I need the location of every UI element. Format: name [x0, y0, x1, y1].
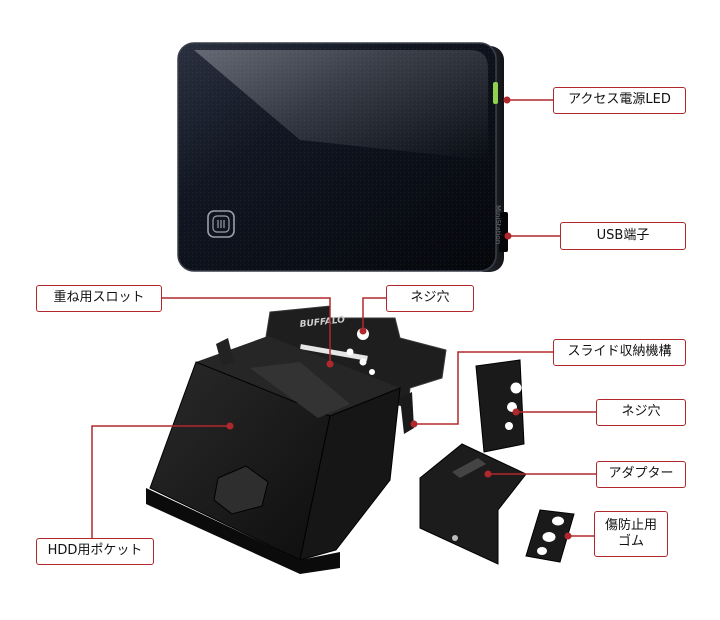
- callout-antislip-rubber: 傷防止用 ゴム: [594, 511, 668, 557]
- device-side-print: MiniStation: [494, 205, 502, 244]
- adapter-upright: [475, 359, 525, 453]
- pocket-right-face: [299, 387, 401, 561]
- pocket-latch: [213, 465, 269, 515]
- pocket-side-clip: [400, 392, 414, 434]
- pocket-side-tab: [216, 338, 234, 366]
- callout-usb-port: USB端子: [560, 222, 686, 250]
- callout-access-led-text: アクセス電源LED: [568, 92, 671, 108]
- leader-lines: [91, 99, 596, 538]
- screw-hole-small-3: [369, 369, 375, 375]
- callout-screw-hole-adapter: ネジ穴: [596, 399, 686, 426]
- callout-hdd-pocket: HDD用ポケット: [36, 538, 154, 565]
- adapter-screw-hole-1: [510, 382, 522, 394]
- rubber-hole-1: [552, 516, 564, 526]
- leader-hdd-pocket: [91, 425, 230, 538]
- leader-slide-mechanism: [414, 351, 553, 425]
- rubber-hole-3: [537, 547, 547, 555]
- pocket-ridge: [250, 362, 350, 418]
- callout-hdd-pocket-text: HDD用ポケット: [47, 543, 143, 559]
- callout-slide-mechanism-text: スライド収納機構: [567, 344, 672, 360]
- callout-access-led: アクセス電源LED: [553, 87, 686, 114]
- callout-antislip-rubber-line1: 傷防止用: [604, 517, 657, 533]
- hdd-outline: [177, 42, 497, 272]
- portable-hdd: MiniStation: [177, 42, 508, 272]
- stacking-slot-opening: [299, 344, 368, 361]
- callout-adapter: アダプター: [596, 461, 686, 488]
- adapter-slot: [452, 458, 486, 478]
- callout-screw-hole-top: ネジ穴: [386, 285, 474, 312]
- callout-screw-hole-top-text: ネジ穴: [410, 290, 450, 306]
- adapter-bracket: [419, 359, 527, 565]
- adapter-base-hole: [452, 535, 458, 541]
- screw-hole-small-2: [359, 358, 367, 366]
- leader-stacking-slot: [162, 297, 331, 364]
- callout-stacking-slot-text: 重ね用スロット: [53, 290, 145, 306]
- access-led-light: [493, 82, 498, 104]
- leader-screw-hole-top: [362, 297, 386, 331]
- usb-port: [499, 212, 508, 252]
- screw-hole-small-1: [346, 348, 354, 356]
- buffalo-emblem-icon: [207, 210, 235, 238]
- callout-usb-port-text: USB端子: [596, 227, 650, 243]
- callout-screw-hole-adapter-text: ネジ穴: [621, 404, 661, 420]
- adapter-screw-hole-3: [505, 422, 513, 430]
- callout-stacking-slot: 重ね用スロット: [36, 285, 162, 312]
- pocket-base: [146, 488, 340, 574]
- callout-antislip-rubber-line2: ゴム: [617, 534, 644, 549]
- callout-adapter-text: アダプター: [608, 466, 674, 482]
- hdd-pocket-box: [146, 336, 414, 574]
- callout-slide-mechanism: スライド収納機構: [553, 339, 686, 366]
- hdd-gloss: [194, 50, 488, 160]
- rubber-hole-2: [542, 532, 556, 542]
- antislip-rubber-pad: [525, 509, 575, 563]
- stand-brand-mark: BUFFALO: [299, 315, 345, 330]
- leader-endpoints: [226, 96, 572, 540]
